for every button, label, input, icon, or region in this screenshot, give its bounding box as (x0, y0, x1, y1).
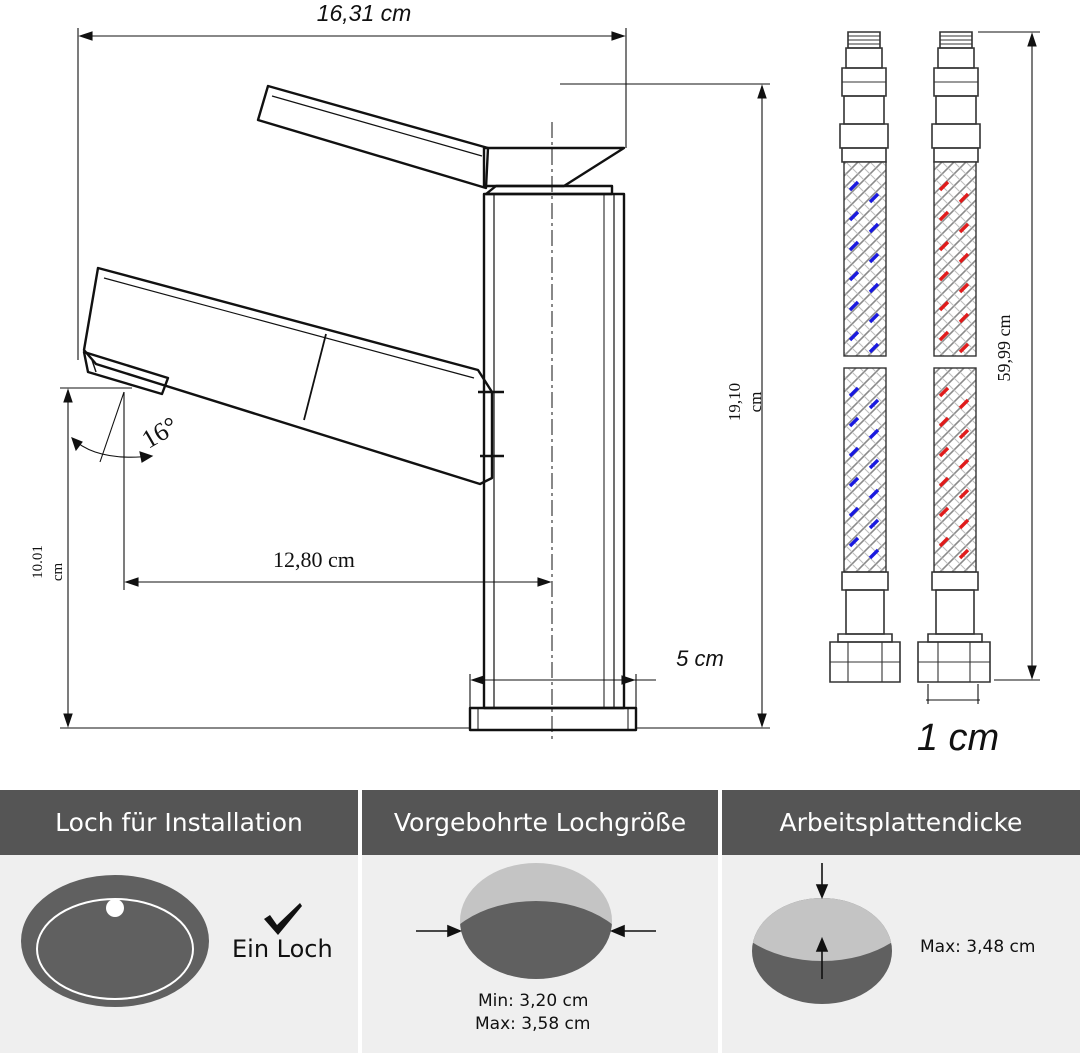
dim-spout-height-2: cm (50, 563, 66, 582)
dim-height-total-1: 19,10 (725, 383, 744, 421)
panel-body-installation-hole: Ein Loch (0, 855, 358, 1053)
faucet-technical-drawing: 16,31 cm 19,10 cm 12,80 cm 10.01 cm 5 cm… (30, 0, 1040, 759)
hose-cold (829, 31, 901, 683)
panel-title: Arbeitsplattendicke (779, 808, 1023, 837)
panel-title: Loch für Installation (55, 808, 303, 837)
panel-body-hole-size: Min: 3,20 cm Max: 3,58 cm (362, 855, 718, 1053)
dimension-lines (60, 28, 770, 729)
hose-cold-accents (848, 180, 880, 560)
min-hole-label: Min: 3,20 cm (478, 991, 589, 1011)
panel-body-countertop-thickness: Max: 3,48 cm (722, 855, 1080, 1053)
dim-hose-length: 59,99 cm (994, 315, 1014, 382)
hose-hot (917, 31, 991, 683)
dim-spout-angle: 16° (137, 411, 183, 454)
dim-height-total-2: cm (746, 392, 765, 413)
panel-header-hole-size: Vorgebohrte Lochgröße (362, 790, 718, 855)
dim-hose-connector: 1 cm (917, 717, 999, 759)
countertop-thickness-diagram (752, 863, 892, 1004)
dim-base-diameter: 5 cm (676, 646, 724, 671)
panel-header-installation-hole: Loch für Installation (0, 790, 358, 855)
one-hole-label: Ein Loch (232, 935, 333, 963)
hose-hot-accents (938, 180, 970, 560)
panel-header-countertop-thickness: Arbeitsplattendicke (722, 790, 1080, 855)
check-icon (264, 903, 302, 935)
dim-spout-reach: 12,80 cm (273, 547, 355, 572)
hose-dimension-lines (926, 31, 1040, 704)
dim-spout-height-1: 10.01 (30, 545, 46, 579)
faucet-body (82, 84, 638, 732)
max-hole-label: Max: 3,58 cm (475, 1014, 591, 1034)
basin-one-hole-icon (21, 875, 209, 1007)
installation-info-panels: Loch für Installation Ein Loch Vorgebohr… (0, 790, 1080, 1053)
max-thickness-label: Max: 3,48 cm (920, 937, 1036, 957)
hole-size-diagram (416, 863, 656, 979)
panel-title: Vorgebohrte Lochgröße (393, 808, 687, 837)
dim-width-total: 16,31 cm (317, 0, 412, 26)
